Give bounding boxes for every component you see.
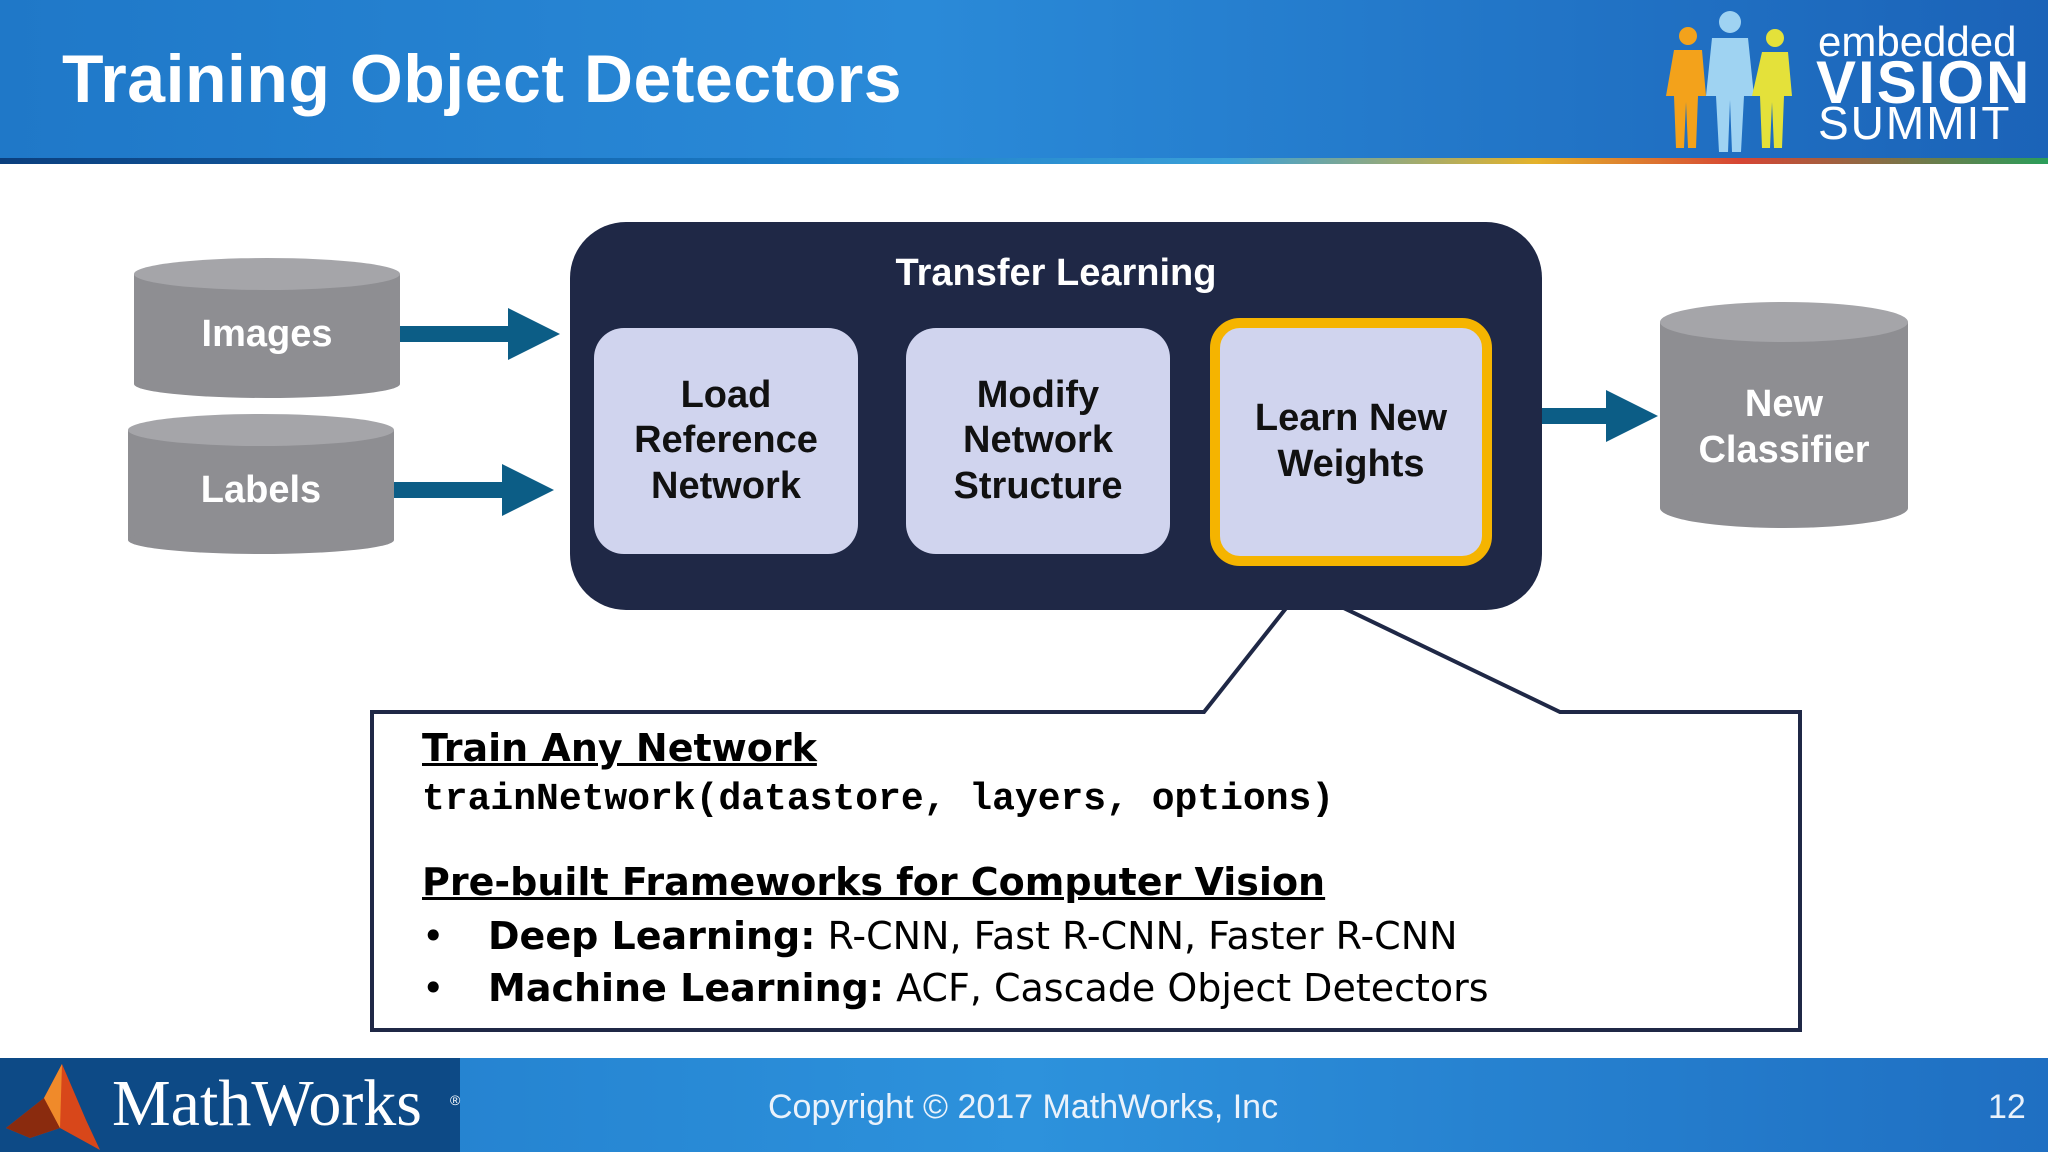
step-modify-network-structure: Modify Network Structure xyxy=(906,328,1170,554)
callout-bullet-machine-learning: • Machine Learning: ACF, Cascade Object D… xyxy=(422,966,1489,1010)
callout-bullet-deep-learning: • Deep Learning: R-CNN, Fast R-CNN, Faste… xyxy=(422,914,1458,958)
step-1-line-2: Reference xyxy=(634,419,818,462)
logo-text-embedded: embedded xyxy=(1818,18,2017,65)
callout-heading-prebuilt-frameworks: Pre-built Frameworks for Computer Vision xyxy=(422,860,1326,904)
header-color-stripe xyxy=(0,158,2048,164)
callout-heading-train-any-network: Train Any Network xyxy=(422,726,817,770)
step-learn-new-weights: Learn New Weights xyxy=(1210,318,1492,566)
bullet-text: ACF, Cascade Object Detectors xyxy=(884,966,1489,1010)
mathworks-wordmark: MathWorks xyxy=(112,1067,422,1140)
logo-text-summit: SUMMIT xyxy=(1818,97,2012,149)
output-label-line-1: New xyxy=(1744,383,1824,425)
labels-arrow xyxy=(394,464,554,516)
output-label-line-2: Classifier xyxy=(1698,428,1870,471)
step-2-line-1: Modify xyxy=(976,373,1100,416)
membrane-logo-icon xyxy=(6,1064,100,1150)
input-label-images: Images xyxy=(201,313,333,355)
output-arrow xyxy=(1542,390,1658,442)
callout-box xyxy=(370,585,1802,1032)
step-2-line-3: Structure xyxy=(953,464,1123,507)
registered-mark: ® xyxy=(450,1092,461,1108)
bullet-text: R-CNN, Fast R-CNN, Faster R-CNN xyxy=(815,914,1458,958)
slide-header xyxy=(0,0,2048,160)
mathworks-logo-box xyxy=(0,1058,460,1152)
bullet-label: Machine Learning: xyxy=(488,966,885,1010)
logo-text-vision: VISION xyxy=(1816,49,2032,116)
copyright-text: Copyright © 2017 MathWorks, Inc xyxy=(768,1088,1279,1126)
input-label-labels: Labels xyxy=(200,469,322,511)
embedded-vision-summit-logo: embedded VISION SUMMIT xyxy=(1660,8,2030,156)
step-1-line-3: Network xyxy=(651,464,801,507)
output-label: New Classifier xyxy=(1660,382,1908,473)
new-classifier-cylinder xyxy=(1660,302,1908,528)
step-3-line-1: Learn New xyxy=(1254,397,1448,440)
step-2-line-2: Network xyxy=(963,419,1113,462)
bullet-marker: • xyxy=(422,914,445,958)
images-arrow xyxy=(400,308,560,360)
people-silhouettes-icon xyxy=(1666,11,1792,152)
slide-title: Training Object Detectors xyxy=(62,41,903,117)
images-cylinder xyxy=(134,258,400,398)
callout-code-train-network: trainNetwork(datastore, layers, options) xyxy=(422,778,1335,821)
bullet-label: Deep Learning: xyxy=(488,914,816,958)
bullet-marker: • xyxy=(422,966,445,1010)
labels-cylinder xyxy=(128,414,394,554)
transfer-learning-title: Transfer Learning xyxy=(895,252,1217,294)
page-number: 12 xyxy=(1988,1088,2026,1126)
step-1-line-1: Load xyxy=(680,373,772,416)
step-load-reference-network: Load Reference Network xyxy=(594,328,858,554)
step-3-line-2: Weights xyxy=(1277,443,1425,485)
